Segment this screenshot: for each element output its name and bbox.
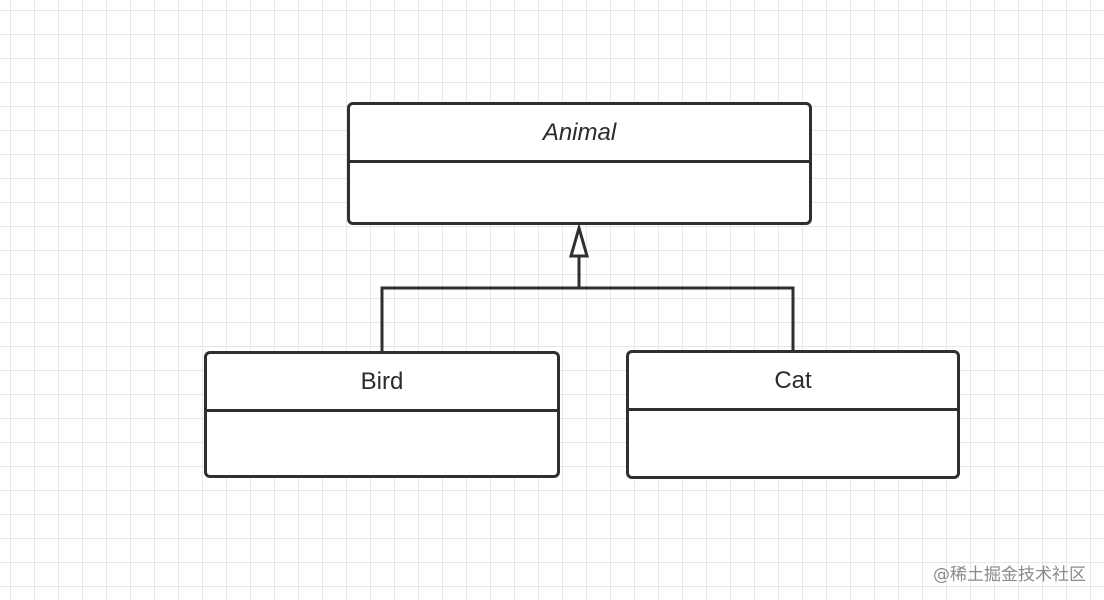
class-cat-name: Cat — [629, 353, 957, 411]
watermark: @稀土掘金技术社区 — [933, 565, 1086, 585]
class-animal[interactable]: Animal — [347, 102, 812, 225]
bird-connector-line — [380, 256, 581, 351]
class-bird-name: Bird — [207, 354, 557, 412]
generalization-arrowhead — [569, 222, 589, 258]
cat-connector-line — [579, 286, 795, 351]
class-cat[interactable]: Cat — [626, 350, 960, 479]
class-bird[interactable]: Bird — [204, 351, 560, 478]
class-animal-name: Animal — [350, 105, 809, 163]
